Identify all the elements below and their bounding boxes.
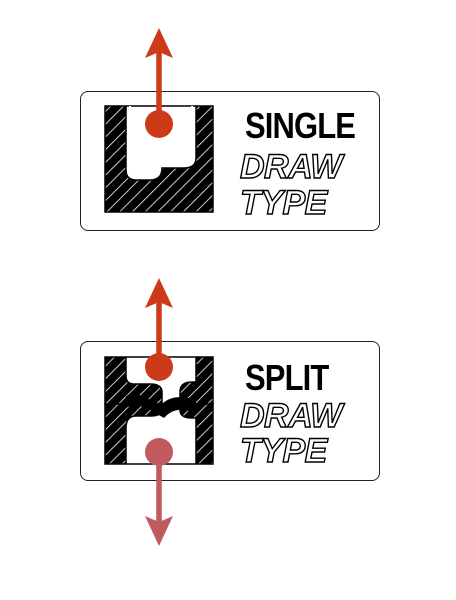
- single-title: SINGLE: [245, 105, 356, 146]
- single-type-label: TYPE: [239, 184, 328, 222]
- single-pull-up-arrow: [145, 28, 173, 138]
- split-pull-up-arrow: [145, 278, 173, 381]
- single-mold-body: [104, 105, 214, 213]
- split-title: SPLIT: [245, 357, 329, 398]
- single-part-outline: [129, 106, 193, 177]
- single-mold-cross-section: [104, 105, 214, 213]
- split-part: [126, 394, 196, 418]
- split-pull-down-arrow: [145, 438, 173, 546]
- split-draw-label: DRAW: [239, 397, 343, 435]
- split-mold-cross-section: [104, 356, 214, 465]
- split-type-label: TYPE: [239, 432, 328, 470]
- single-draw-label: DRAW: [239, 148, 343, 186]
